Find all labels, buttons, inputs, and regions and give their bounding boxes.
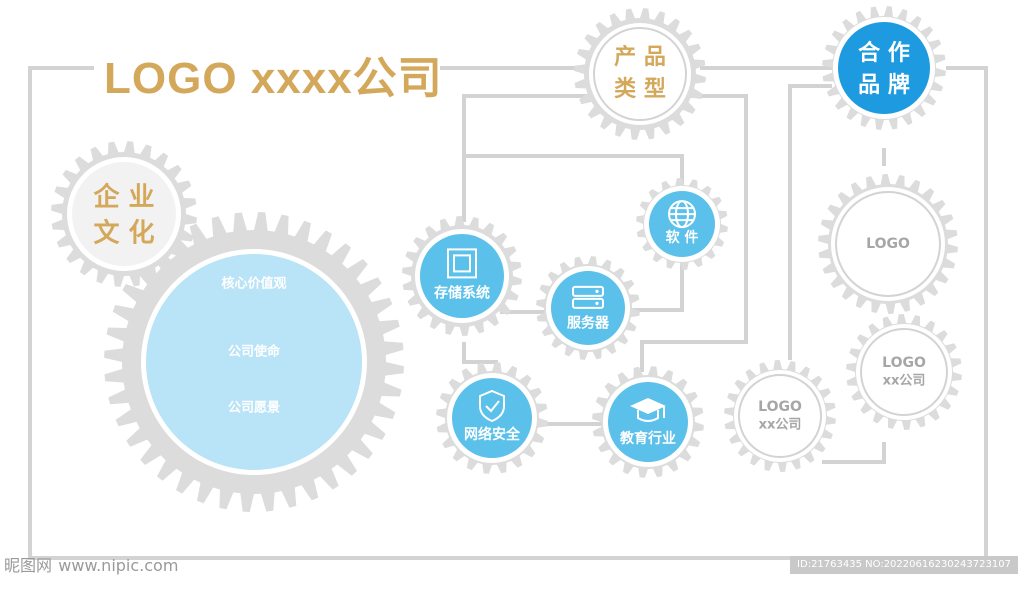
graduation-cap-icon [630,398,666,422]
partner-item-3-face [738,374,822,458]
partner-item-3-line2: xx公司 [759,418,802,433]
product-badge-face [593,27,687,121]
partner-badge-line1: 合 作 [858,40,910,66]
partner-item-2: LOGO xx公司 [846,314,962,430]
image-id-bar: ID:21763435 NO:20220616230243723107 [790,556,1018,574]
culture-badge-face [72,162,176,266]
product-item-4-label: 网络安全 [464,426,521,443]
product-item-5-label: 教育行业 [620,430,676,447]
globe-icon [668,200,696,229]
product-item-4: 网络安全 [436,362,548,474]
product-item-5: 教育行业 [592,366,704,478]
company-title: LOGO xxxx公司 [104,54,443,103]
watermark-url: www.nipic.com [58,556,179,575]
partner-item-3-line1: LOGO [758,399,802,415]
product-badge-line2: 类 型 [614,77,666,102]
watermark-brand: 昵图网 [4,556,53,575]
partner-item-1: LOGO [818,174,958,314]
product-item-1-label: 存储系统 [434,285,490,302]
product-item-2-face [649,191,715,257]
culture-main-face [146,254,362,470]
server-icon [572,285,604,309]
partner-item-2-face [860,328,948,416]
partner-item-1-line1: LOGO [866,236,910,252]
shield-check-icon [479,389,505,423]
culture-item-2: 公司使命 [228,344,281,360]
partner-badge-group: 合 作品 牌 [822,6,946,130]
culture-item-1: 核心价值观 [221,276,286,292]
product-badge-line1: 产 品 [614,45,666,70]
product-item-2: 软 件 [636,178,728,270]
product-item-4-face [452,378,532,458]
watermark: 昵图网 www.nipic.com [4,552,178,576]
product-badge-group: 产 品类 型 [574,8,706,140]
product-item-3: 服务器 [536,256,640,360]
partner-badge-face [838,22,930,114]
partner-item-2-line1: LOGO [882,355,926,371]
culture-badge-line1: 企 业 [93,182,154,213]
partner-item-1-face [835,191,941,297]
partner-item-3: LOGO xx公司 [724,360,836,472]
culture-badge-line2: 文 化 [93,218,154,249]
partner-item-2-line2: xx公司 [883,374,926,389]
culture-item-3: 公司愿景 [228,401,280,416]
connector-lines [28,66,988,560]
storage-icon [447,248,477,279]
product-item-1-face [420,234,504,318]
partner-badge-line2: 品 牌 [858,72,910,98]
culture-badge-group: 企 业文 化 [51,141,197,287]
product-item-3-label: 服务器 [567,315,610,332]
product-item-2-label: 软 件 [666,229,699,246]
product-item-1: 存储系统 [402,216,522,336]
